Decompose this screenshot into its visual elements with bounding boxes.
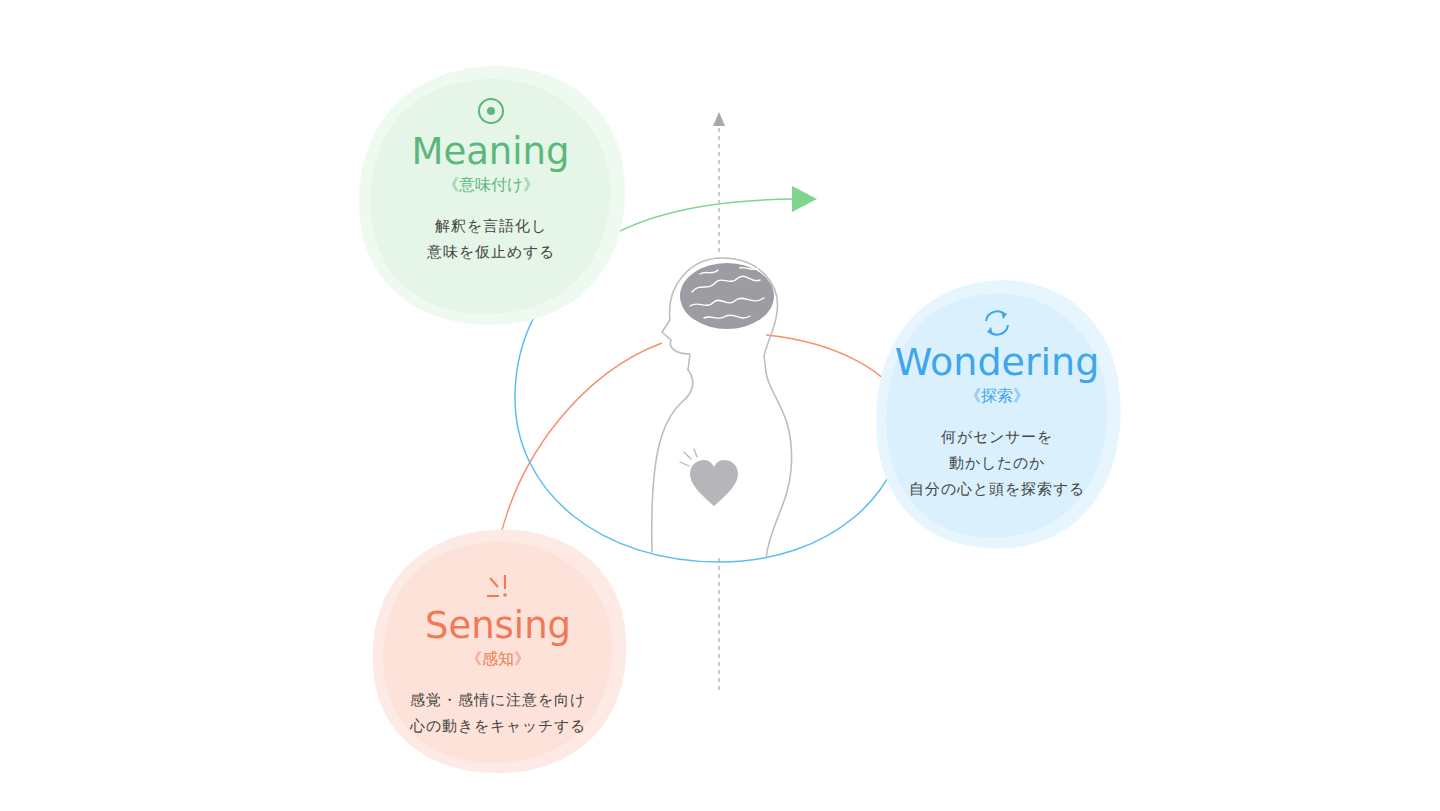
sensing-blob: Sensing《感知》感覚・感情に注意を向け 心の動きをキャッチする xyxy=(362,522,634,778)
node-subtitle: 《探索》 xyxy=(866,384,1128,408)
person-outline xyxy=(652,258,792,558)
node-title: Sensing xyxy=(362,604,634,647)
axis-line xyxy=(718,128,719,690)
meaning-blob: Meaning《意味付け》解釈を言語化し 意味を仮止めする xyxy=(348,58,633,330)
node-title: Wondering xyxy=(866,340,1128,384)
node-body: 感覚・感情に注意を向け 心の動きをキャッチする xyxy=(393,687,603,739)
node-body: 何がセンサーを 動かしたのか 自分の心と頭を探索する xyxy=(892,424,1102,502)
brain xyxy=(680,263,774,329)
node-body: 解釈を言語化し 意味を仮止めする xyxy=(386,213,596,265)
icon-holder xyxy=(980,306,1014,340)
heart-sparkle xyxy=(680,449,697,466)
node-content: Meaning《意味付け》解釈を言語化し 意味を仮止めする xyxy=(348,58,633,265)
blob-shape xyxy=(866,272,1128,554)
node-content: Sensing《感知》感覚・感情に注意を向け 心の動きをキャッチする xyxy=(362,522,634,739)
burst-icon xyxy=(481,570,515,604)
target-icon xyxy=(474,94,508,128)
flow-arrowhead xyxy=(792,186,817,212)
axis-arrowhead xyxy=(713,112,725,126)
cycle-icon xyxy=(980,306,1014,340)
icon-holder xyxy=(474,94,508,128)
node-subtitle: 《意味付け》 xyxy=(348,173,633,197)
icon-holder xyxy=(481,570,515,604)
node-title: Meaning xyxy=(348,130,633,173)
flow-curve xyxy=(497,335,905,551)
node-subtitle: 《感知》 xyxy=(362,647,634,671)
node-content: Wondering《探索》何がセンサーを 動かしたのか 自分の心と頭を探索する xyxy=(866,272,1128,502)
heart xyxy=(690,460,738,506)
wondering-blob: Wondering《探索》何がセンサーを 動かしたのか 自分の心と頭を探索する xyxy=(866,272,1128,554)
